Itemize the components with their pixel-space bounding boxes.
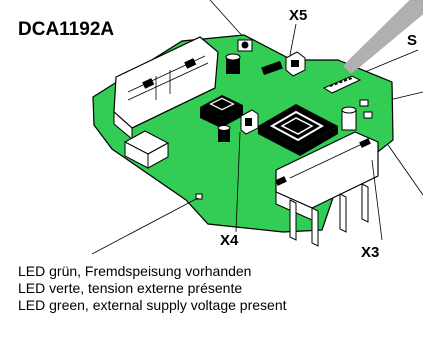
small-component-2 (363, 111, 373, 119)
ic-large (258, 104, 338, 156)
leader-line-x3 (371, 159, 383, 241)
push-button (237, 39, 253, 52)
s-terminal (322, 75, 362, 94)
led-green (195, 193, 203, 200)
x3-connector (275, 131, 379, 247)
board-title: DCA1192A (18, 19, 115, 40)
leader-line-x5 (289, 23, 297, 56)
caption-line-de: LED grün, Fremdspeisung vorhanden (18, 263, 252, 279)
leader-line-top (209, 0, 247, 41)
label-s: S (407, 32, 418, 49)
ic-small (200, 95, 243, 128)
probe-tool (342, 0, 423, 75)
caption-line-en: LED green, external supply voltage prese… (18, 297, 287, 313)
x4-connector (240, 109, 259, 135)
capacitor-1 (225, 53, 241, 74)
leader-line-led (91, 197, 199, 255)
small-component-1 (359, 99, 369, 107)
leader-line-x4 (235, 131, 241, 233)
label-x3: X3 (361, 244, 380, 261)
caption-line-fr: LED verte, tension externe présente (18, 280, 243, 296)
label-x4: X4 (220, 232, 239, 249)
x5-connector (285, 51, 306, 77)
capacitor-2 (217, 125, 231, 142)
label-x5: X5 (289, 7, 308, 24)
resistor-array (261, 60, 283, 76)
led-caption: LED grün, Fremdspeisung vorhanden LED ve… (18, 263, 287, 314)
relay-block (123, 130, 170, 169)
leader-line-s (359, 49, 419, 75)
capacitor-3 (341, 106, 357, 131)
